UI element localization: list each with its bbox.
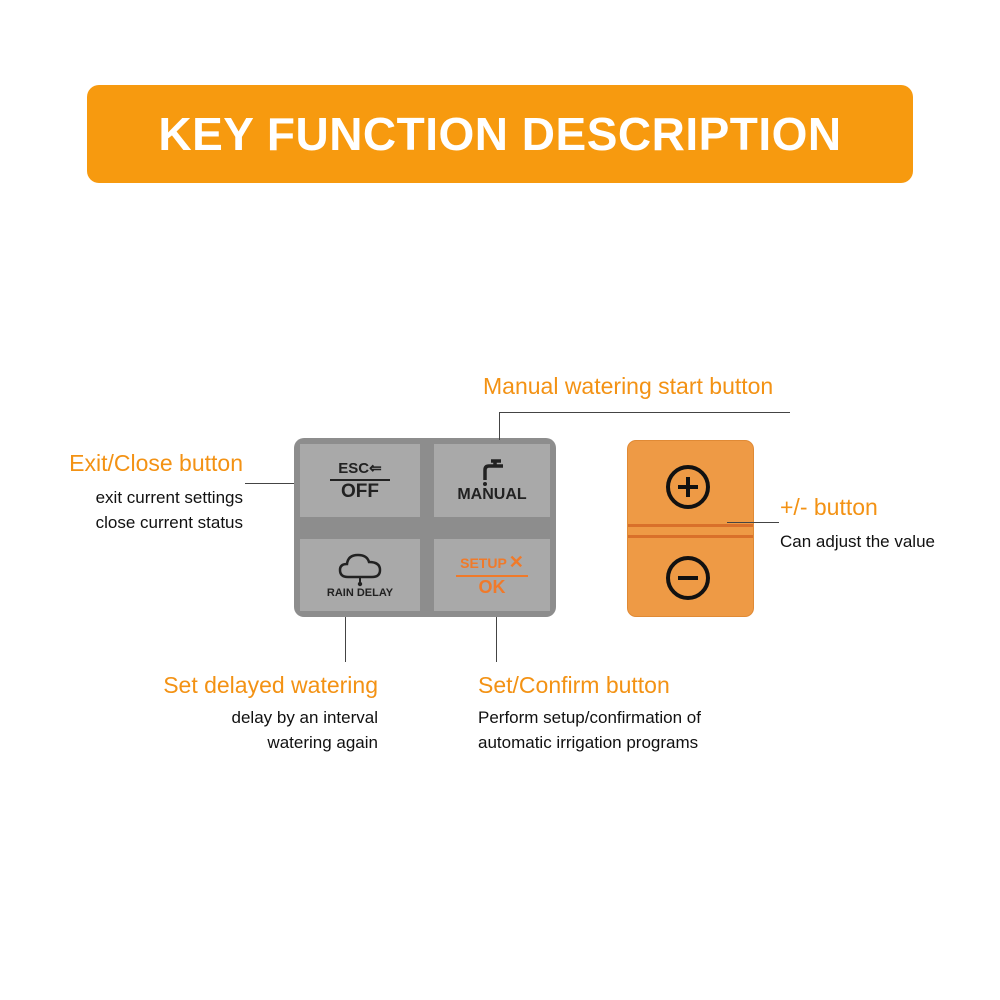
- title-banner: KEY FUNCTION DESCRIPTION: [87, 85, 913, 183]
- delay-callout-line: watering again: [267, 733, 378, 752]
- leader-line: [499, 412, 790, 413]
- leader-line: [345, 617, 346, 662]
- off-label: OFF: [341, 480, 379, 502]
- leader-line: [727, 522, 779, 523]
- exit-callout-title: Exit/Close button: [69, 450, 243, 476]
- manual-label: MANUAL: [457, 485, 527, 503]
- page-title: KEY FUNCTION DESCRIPTION: [158, 108, 842, 160]
- divider: [628, 524, 753, 527]
- manual-key[interactable]: MANUAL: [434, 444, 550, 517]
- plusminus-callout: +/- button Can adjust the value: [780, 494, 935, 554]
- confirm-callout-line: automatic irrigation programs: [478, 733, 699, 752]
- esc-label: ESC⇐: [330, 459, 390, 481]
- setup-label: SETUP: [460, 554, 507, 571]
- delay-callout-line: delay by an interval: [231, 708, 378, 727]
- plus-icon: [666, 465, 710, 509]
- plusminus-callout-line: Can adjust the value: [780, 532, 935, 551]
- confirm-callout-title: Set/Confirm button: [478, 672, 670, 698]
- leader-line: [245, 483, 294, 484]
- leader-line: [496, 617, 497, 662]
- confirm-callout: Set/Confirm button Perform setup/confirm…: [478, 672, 701, 755]
- plus-button[interactable]: [628, 441, 753, 527]
- manual-callout-title: Manual watering start button: [483, 373, 774, 399]
- leader-line: [499, 412, 500, 440]
- setup-row: SETUP✕: [456, 552, 528, 577]
- delay-callout: Set delayed watering delay by an interva…: [163, 672, 378, 755]
- exit-callout: Exit/Close button exit current settings …: [69, 450, 243, 535]
- ok-label: OK: [478, 577, 506, 597]
- exit-callout-line: exit current settings: [95, 488, 243, 507]
- rain-delay-label: RAIN DELAY: [326, 587, 394, 599]
- minus-icon: [666, 556, 710, 600]
- rain-delay-key[interactable]: RAIN DELAY: [300, 539, 420, 611]
- plus-minus-keys: [627, 440, 754, 617]
- esc-off-key[interactable]: ESC⇐ OFF: [300, 444, 420, 517]
- plusminus-callout-title: +/- button: [780, 494, 878, 520]
- minus-button[interactable]: [628, 538, 753, 616]
- cloud-rain-icon: [338, 553, 382, 587]
- wrench-icon: ✕: [508, 552, 524, 572]
- divider: [628, 535, 753, 538]
- setup-ok-key[interactable]: SETUP✕ OK: [434, 539, 550, 611]
- faucet-icon: [483, 458, 503, 486]
- exit-callout-line: close current status: [95, 513, 243, 532]
- keypad: ESC⇐ OFF MANUAL RAIN DELAY SETUP✕ OK: [294, 438, 556, 617]
- delay-callout-title: Set delayed watering: [163, 672, 378, 698]
- confirm-callout-line: Perform setup/confirmation of: [478, 708, 701, 727]
